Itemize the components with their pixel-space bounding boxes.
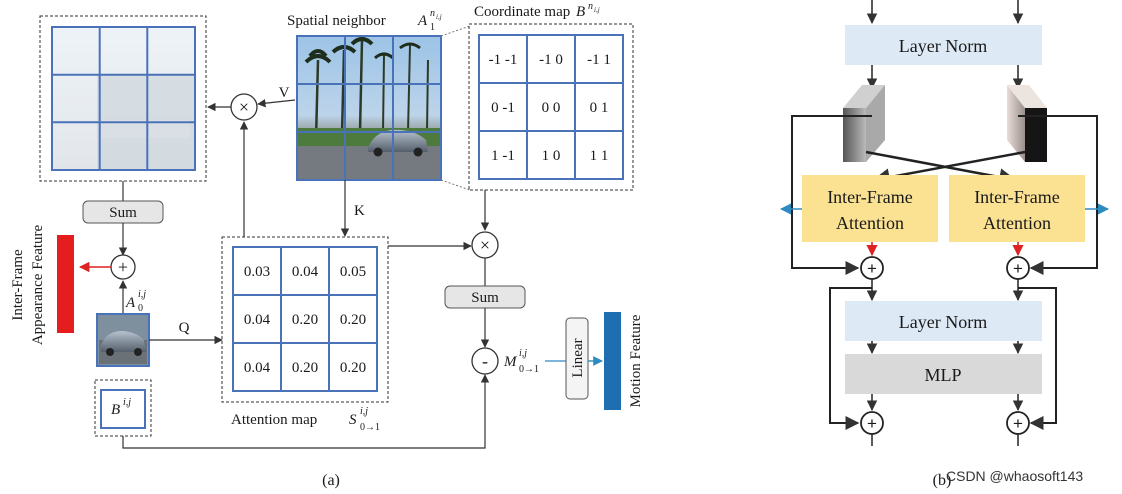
linear-label: Linear xyxy=(570,338,586,377)
coord-to-minus-arrow xyxy=(122,374,490,449)
residual-line-right xyxy=(1018,115,1098,275)
attention-map-frame xyxy=(221,236,389,403)
attention-map-cell: 0.20 xyxy=(292,360,318,376)
inter-frame-attention-right xyxy=(949,175,1085,242)
layer-norm-bottom xyxy=(845,301,1042,341)
attention-map-cell: 0.20 xyxy=(292,312,318,328)
attention-map-symbol: S xyxy=(349,412,357,428)
output-image xyxy=(51,26,196,171)
plus-symbol: + xyxy=(118,257,128,277)
a0-sub: 0 xyxy=(138,303,143,314)
motion-feature-bar xyxy=(604,312,621,410)
coord-patch xyxy=(100,389,146,429)
coord-map-cell: 1 0 xyxy=(542,148,561,164)
residual-line-left xyxy=(791,115,872,275)
coord-map-sup-sub: i,j xyxy=(594,6,600,14)
appearance-feature-label-1: Inter-Frame xyxy=(10,249,26,321)
coord-map-grid: -1 -1 -1 0 -1 1 0 -1 0 0 0 1 1 -1 1 0 1 1 xyxy=(478,34,624,180)
coord-map-cell: 1 -1 xyxy=(491,148,515,164)
mlp-box xyxy=(845,354,1042,394)
output-image-frame xyxy=(39,15,207,182)
caption-a: (a) xyxy=(322,472,340,489)
inter-frame-attention-left xyxy=(802,175,938,242)
sum-box-right-label: Sum xyxy=(471,290,499,306)
attention-map-sub: 0→1 xyxy=(360,422,380,433)
coord-map-cell: 0 -1 xyxy=(491,100,515,116)
projection-block-left xyxy=(843,85,885,162)
plus-symbol: + xyxy=(1013,414,1023,433)
linear-box xyxy=(565,317,589,400)
layer-norm-bottom-label: Layer Norm xyxy=(899,312,987,332)
m-sup: i,j xyxy=(519,348,527,359)
attention-right-line1: Inter-Frame xyxy=(974,187,1060,207)
query-patch-image xyxy=(96,313,150,367)
multiply-symbol: × xyxy=(480,235,490,255)
attention-map-sup: i,j xyxy=(360,406,368,417)
v-label: V xyxy=(279,85,290,101)
plus-symbol: + xyxy=(1013,259,1023,278)
attention-map-cell: 0.03 xyxy=(244,264,270,280)
coord-map-cell: 0 1 xyxy=(590,100,609,116)
coord-map-label: Coordinate map xyxy=(474,4,570,20)
q-label: Q xyxy=(179,320,190,336)
spatial-neighbor-label: Spatial neighbor xyxy=(287,13,386,29)
coord-map-border xyxy=(478,34,624,180)
attention-map-label: Attention map xyxy=(231,412,317,428)
residual-line-left-2 xyxy=(829,287,872,430)
coord-map-frame xyxy=(468,23,634,191)
coord-map-cell: 1 1 xyxy=(590,148,609,164)
mlp-label: MLP xyxy=(924,365,961,385)
plus-symbol: + xyxy=(867,414,877,433)
k-label: K xyxy=(354,203,365,219)
attention-map-cell: 0.04 xyxy=(244,312,271,328)
attention-map-cell: 0.05 xyxy=(340,264,366,280)
coord-map-cell: 0 0 xyxy=(542,100,561,116)
layer-norm-top-label: Layer Norm xyxy=(899,36,987,56)
plus-symbol: + xyxy=(867,259,877,278)
minus-operator xyxy=(471,347,499,375)
attention-map-cell: 0.04 xyxy=(244,360,271,376)
attention-map-grid: 0.03 0.04 0.05 0.04 0.20 0.20 0.04 0.20 0.20 xyxy=(232,246,378,392)
attention-map-border xyxy=(232,246,378,392)
sum-box-left-label: Sum xyxy=(109,205,137,221)
watermark: CSDN @whaosoft143 xyxy=(946,468,1084,484)
residual-line-right-2 xyxy=(1018,287,1057,430)
b-sup: i,j xyxy=(123,397,131,408)
link-line xyxy=(440,25,471,37)
caption-b: (b) xyxy=(933,472,952,489)
appearance-feature-bar xyxy=(57,235,74,333)
spatial-neighbor-symbol: A xyxy=(417,13,428,29)
spatial-neighbor-sup-sub: i,j xyxy=(436,13,442,21)
attention-left-line1: Inter-Frame xyxy=(827,187,913,207)
layer-norm-top xyxy=(845,25,1042,65)
coord-map-sup: n xyxy=(588,1,593,12)
attention-map-cell: 0.04 xyxy=(292,264,319,280)
v-arrow xyxy=(257,99,296,108)
attention-left-line2: Attention xyxy=(836,213,904,233)
motion-feature-label: Motion Feature xyxy=(628,314,644,407)
attention-right-line2: Attention xyxy=(983,213,1051,233)
m-sub: 0→1 xyxy=(519,364,539,375)
spatial-neighbor-image xyxy=(296,35,442,181)
link-line xyxy=(440,179,471,191)
a0-sup: i,j xyxy=(138,289,146,300)
attention-map-cell: 0.20 xyxy=(340,360,366,376)
multiply-symbol: × xyxy=(239,97,249,117)
attention-map-cell: 0.20 xyxy=(340,312,366,328)
projection-block-right xyxy=(1007,85,1047,162)
coord-map-cell: -1 -1 xyxy=(489,52,518,68)
coord-map-cell: -1 0 xyxy=(539,52,563,68)
spatial-neighbor-sub: 1 xyxy=(430,22,435,33)
a0-symbol: A xyxy=(125,295,136,311)
coord-map-symbol: B xyxy=(576,4,585,20)
minus-symbol: - xyxy=(482,351,488,371)
spatial-neighbor-sup: n xyxy=(430,8,435,19)
m-symbol: M xyxy=(503,354,518,370)
appearance-feature-label-2: Appearance Feature xyxy=(30,224,46,345)
b-symbol: B xyxy=(111,402,120,418)
coord-map-cell: -1 1 xyxy=(587,52,611,68)
